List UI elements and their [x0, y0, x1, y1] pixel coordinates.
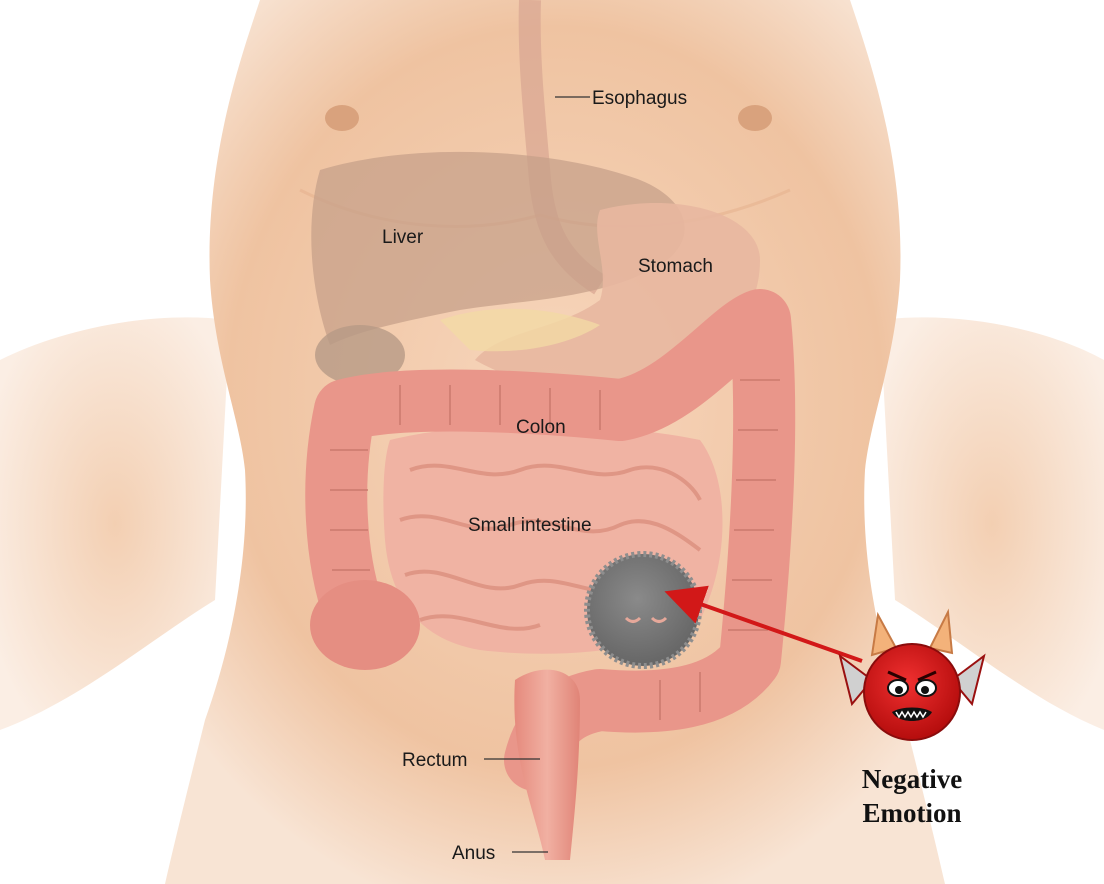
negative-emotion-caption: Negative Emotion: [812, 762, 1012, 830]
label-esophagus: Esophagus: [592, 88, 687, 109]
cecum: [310, 580, 420, 670]
label-liver: Liver: [382, 227, 424, 248]
right-nipple: [738, 105, 772, 131]
caption-line-1: Negative: [812, 762, 1012, 796]
label-anus: Anus: [452, 843, 495, 864]
label-small-intestine: Small intestine: [468, 515, 592, 536]
label-stomach: Stomach: [638, 256, 713, 277]
label-rectum: Rectum: [402, 750, 467, 771]
left-arm: [0, 317, 230, 730]
caption-line-2: Emotion: [812, 796, 1012, 830]
negative-emotion-mass: [587, 554, 699, 666]
devil-head: [864, 644, 960, 740]
left-nipple: [325, 105, 359, 131]
label-colon: Colon: [516, 417, 566, 438]
